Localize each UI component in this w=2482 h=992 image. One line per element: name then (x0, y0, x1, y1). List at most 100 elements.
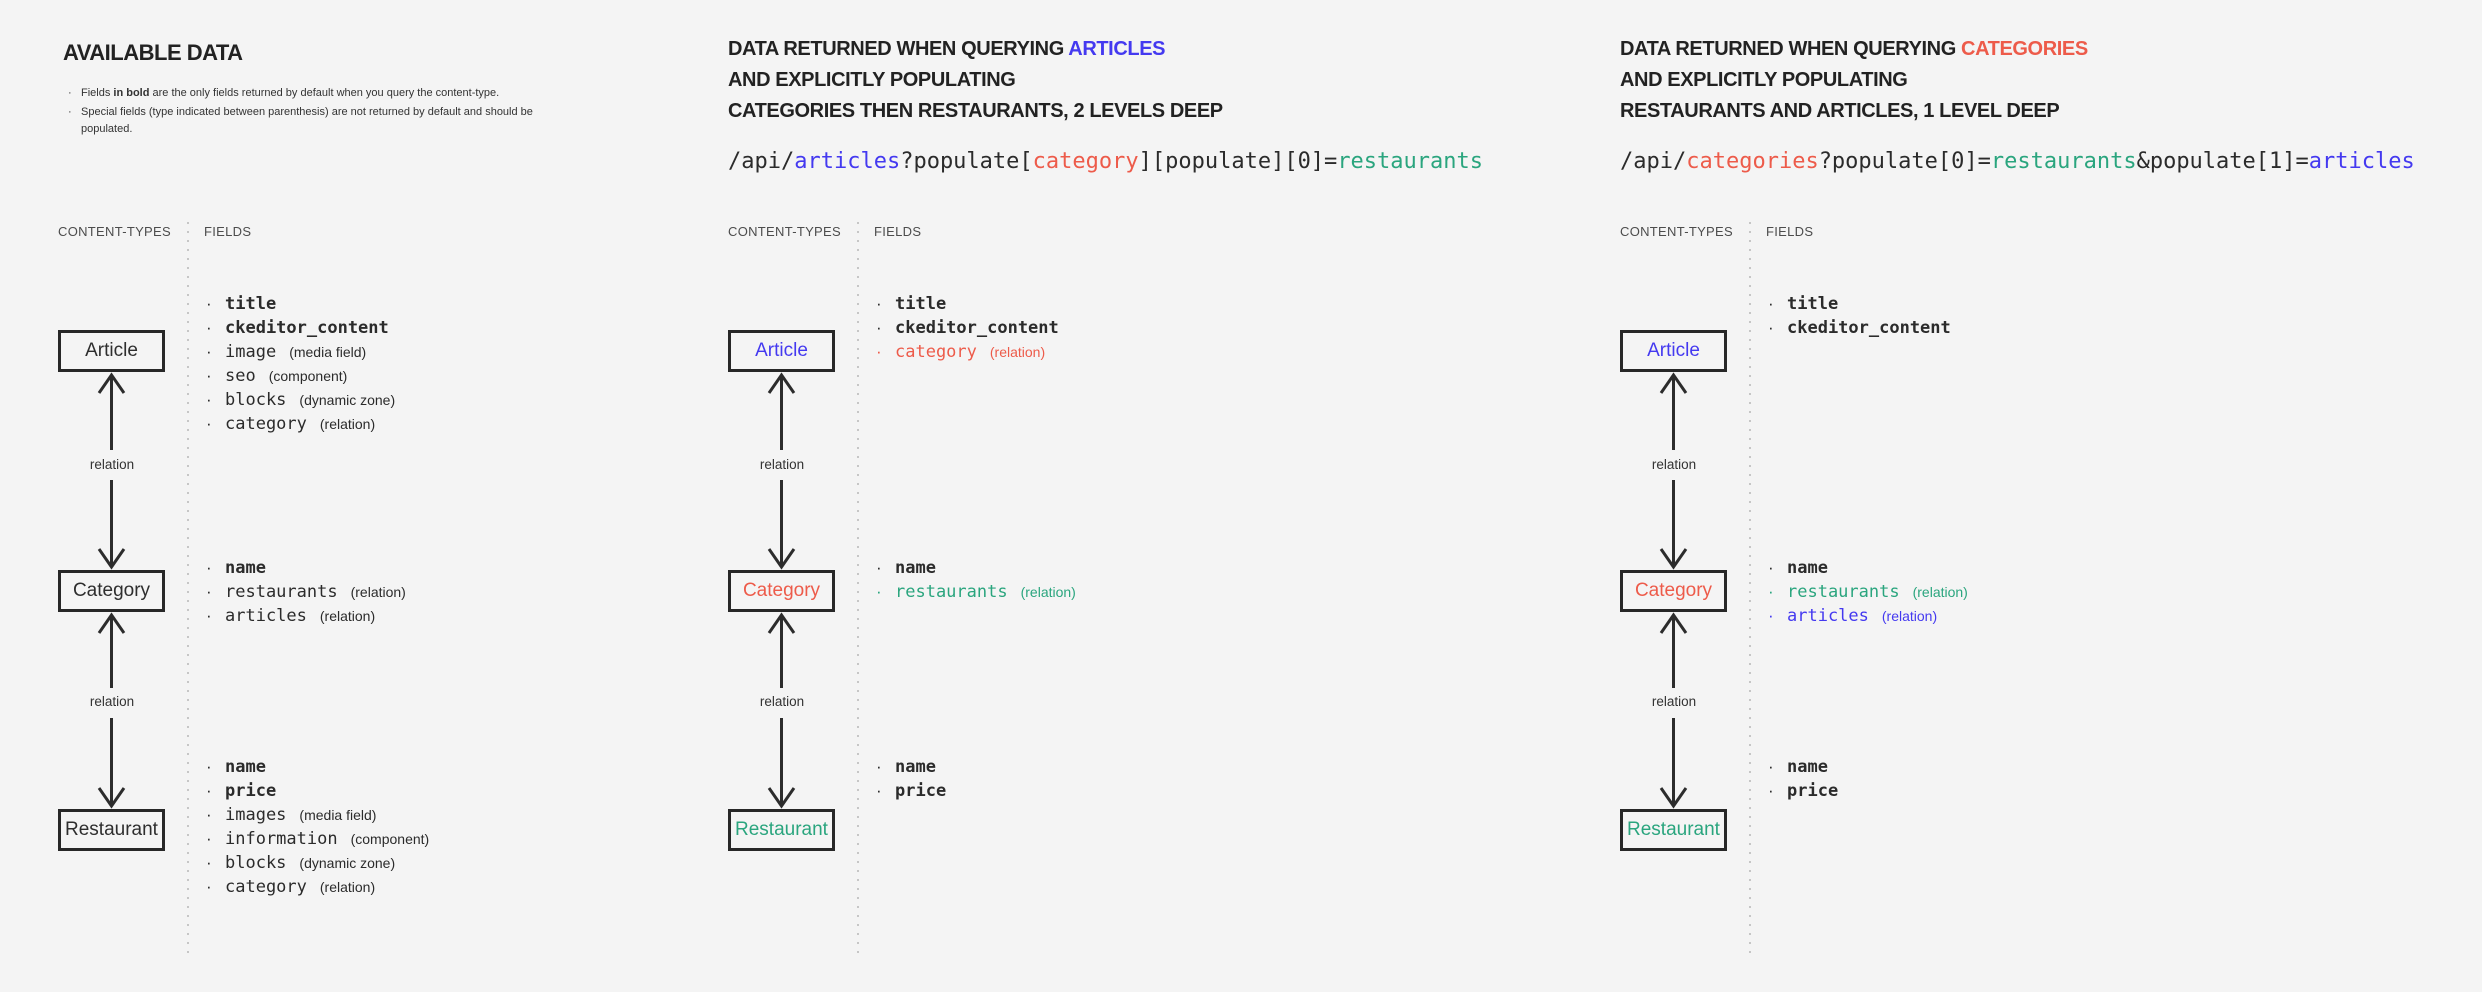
field-list-restaurant: ·name ·price (1768, 755, 1851, 803)
url-segment: ?populate[0]= (1818, 149, 1991, 174)
relation-arrow-icon (97, 612, 126, 809)
page-title: AVAILABLE DATA (63, 40, 243, 65)
field-item: ·title (1768, 292, 1964, 316)
field-name: category (225, 414, 307, 434)
content-type-box-category: Category (1620, 570, 1727, 612)
field-item: · name (206, 755, 429, 779)
url-segment: restaurants (1337, 149, 1484, 174)
field-type: (relation) (1020, 584, 1076, 600)
header-line: DATA RETURNED WHEN QUERYING CATEGORIES (1620, 38, 2088, 60)
field-list-category: ·name ·restaurants(relation) ·articles(r… (206, 556, 406, 628)
box-label: Restaurant (735, 819, 828, 840)
field-type: (media field) (299, 807, 377, 823)
field-bullet: · (206, 318, 212, 337)
field-bullet: · (206, 757, 212, 776)
field-type: (component) (268, 368, 348, 384)
fields-label: FIELDS (874, 224, 922, 239)
url-segment: /api/ (728, 149, 795, 174)
field-name: blocks (225, 853, 287, 873)
field-bullet: · (206, 606, 212, 625)
field-item: ·restaurants(relation) (1768, 580, 1968, 604)
relation-label: relation (759, 457, 805, 472)
column-divider (187, 222, 189, 957)
header-highlight: ARTICLES (1068, 38, 1166, 60)
field-bullet: · (206, 558, 212, 577)
url-segment: category (1032, 149, 1139, 174)
field-list-article: ·title ·ckeditor_content (1768, 292, 1964, 340)
relation-label: relation (1651, 457, 1697, 472)
column-divider (857, 222, 859, 957)
box-label: Restaurant (1627, 819, 1720, 840)
relation-label: relation (759, 694, 805, 709)
field-name: image (225, 342, 277, 362)
field-list-restaurant: ·name ·price (876, 755, 959, 803)
field-type: (relation) (989, 344, 1046, 360)
field-bullet: · (206, 877, 212, 896)
field-bullet: · (206, 342, 212, 361)
url-segment: /api/ (1620, 149, 1687, 174)
note-text: Special fields (type indicated between p… (81, 106, 533, 135)
field-bullet: · (206, 829, 212, 848)
field-bullet: · (1768, 781, 1774, 800)
field-bullet: · (1768, 582, 1774, 601)
field-item: ·ckeditor_content (206, 316, 402, 340)
field-name: name (225, 757, 266, 777)
field-item: · price (206, 779, 429, 803)
field-name: name (1787, 757, 1828, 777)
field-name: title (225, 294, 277, 314)
content-type-box-article: Article (728, 330, 835, 372)
api-url: /api/articles?populate[category][populat… (728, 149, 1483, 174)
relation-arrow-icon (97, 372, 126, 570)
field-bullet: · (876, 558, 882, 577)
field-item: ·ckeditor_content (1768, 316, 1964, 340)
field-bullet: · (206, 390, 212, 409)
field-name: information (225, 829, 338, 849)
relation-arrow-icon (767, 372, 796, 570)
field-name: restaurants (225, 582, 338, 602)
field-list-category: ·name ·restaurants(relation) ·articles(r… (1768, 556, 1968, 628)
field-item: ·articles(relation) (1768, 604, 1968, 628)
field-type: (relation) (350, 584, 406, 600)
field-bullet: · (206, 294, 212, 313)
content-type-box-category: Category (58, 570, 165, 612)
field-item: ·price (876, 779, 959, 803)
field-item: ·ckeditor_content (876, 316, 1072, 340)
content-type-box-category: Category (728, 570, 835, 612)
column-divider (1749, 222, 1751, 957)
field-type: (component) (350, 831, 430, 847)
field-name: price (225, 781, 277, 801)
field-bullet: · (206, 781, 212, 800)
field-bullet: · (1768, 606, 1774, 625)
field-name: price (895, 781, 947, 801)
field-item: ·category(relation) (206, 875, 429, 899)
field-type: (relation) (319, 416, 376, 432)
field-name: category (225, 877, 307, 897)
field-name: ckeditor_content (1787, 318, 1951, 338)
field-item: ·blocks(dynamic zone) (206, 388, 402, 412)
field-item: ·restaurants(relation) (206, 580, 406, 604)
column-querying-categories: DATA RETURNED WHEN QUERYING CATEGORIES A… (1620, 0, 2480, 992)
note-item: · Special fields (type indicated between… (68, 104, 568, 138)
header-line: AND EXPLICITLY POPULATING (1620, 69, 1908, 91)
field-name: blocks (225, 390, 287, 410)
field-name: seo (225, 366, 256, 386)
header-line: RESTAURANTS AND ARTICLES, 1 LEVEL DEEP (1620, 100, 2060, 122)
field-type: (relation) (319, 608, 376, 624)
url-segment: articles (2308, 149, 2415, 174)
field-item: ·name (1768, 755, 1851, 779)
column-querying-articles: DATA RETURNED WHEN QUERYING ARTICLES AND… (728, 0, 1608, 992)
field-name: title (1787, 294, 1839, 314)
field-bullet: · (876, 294, 882, 313)
relation-arrow-icon (1659, 372, 1688, 570)
field-name: category (895, 342, 977, 362)
field-item: ·name (876, 755, 959, 779)
field-item: ·restaurants(relation) (876, 580, 1076, 604)
field-name: name (895, 757, 936, 777)
field-name: ckeditor_content (895, 318, 1059, 338)
field-name: name (1787, 558, 1828, 578)
content-type-box-article: Article (58, 330, 165, 372)
box-label: Article (755, 340, 808, 361)
url-segment: ?populate[ (900, 149, 1033, 174)
field-item: ·name (1768, 556, 1968, 580)
